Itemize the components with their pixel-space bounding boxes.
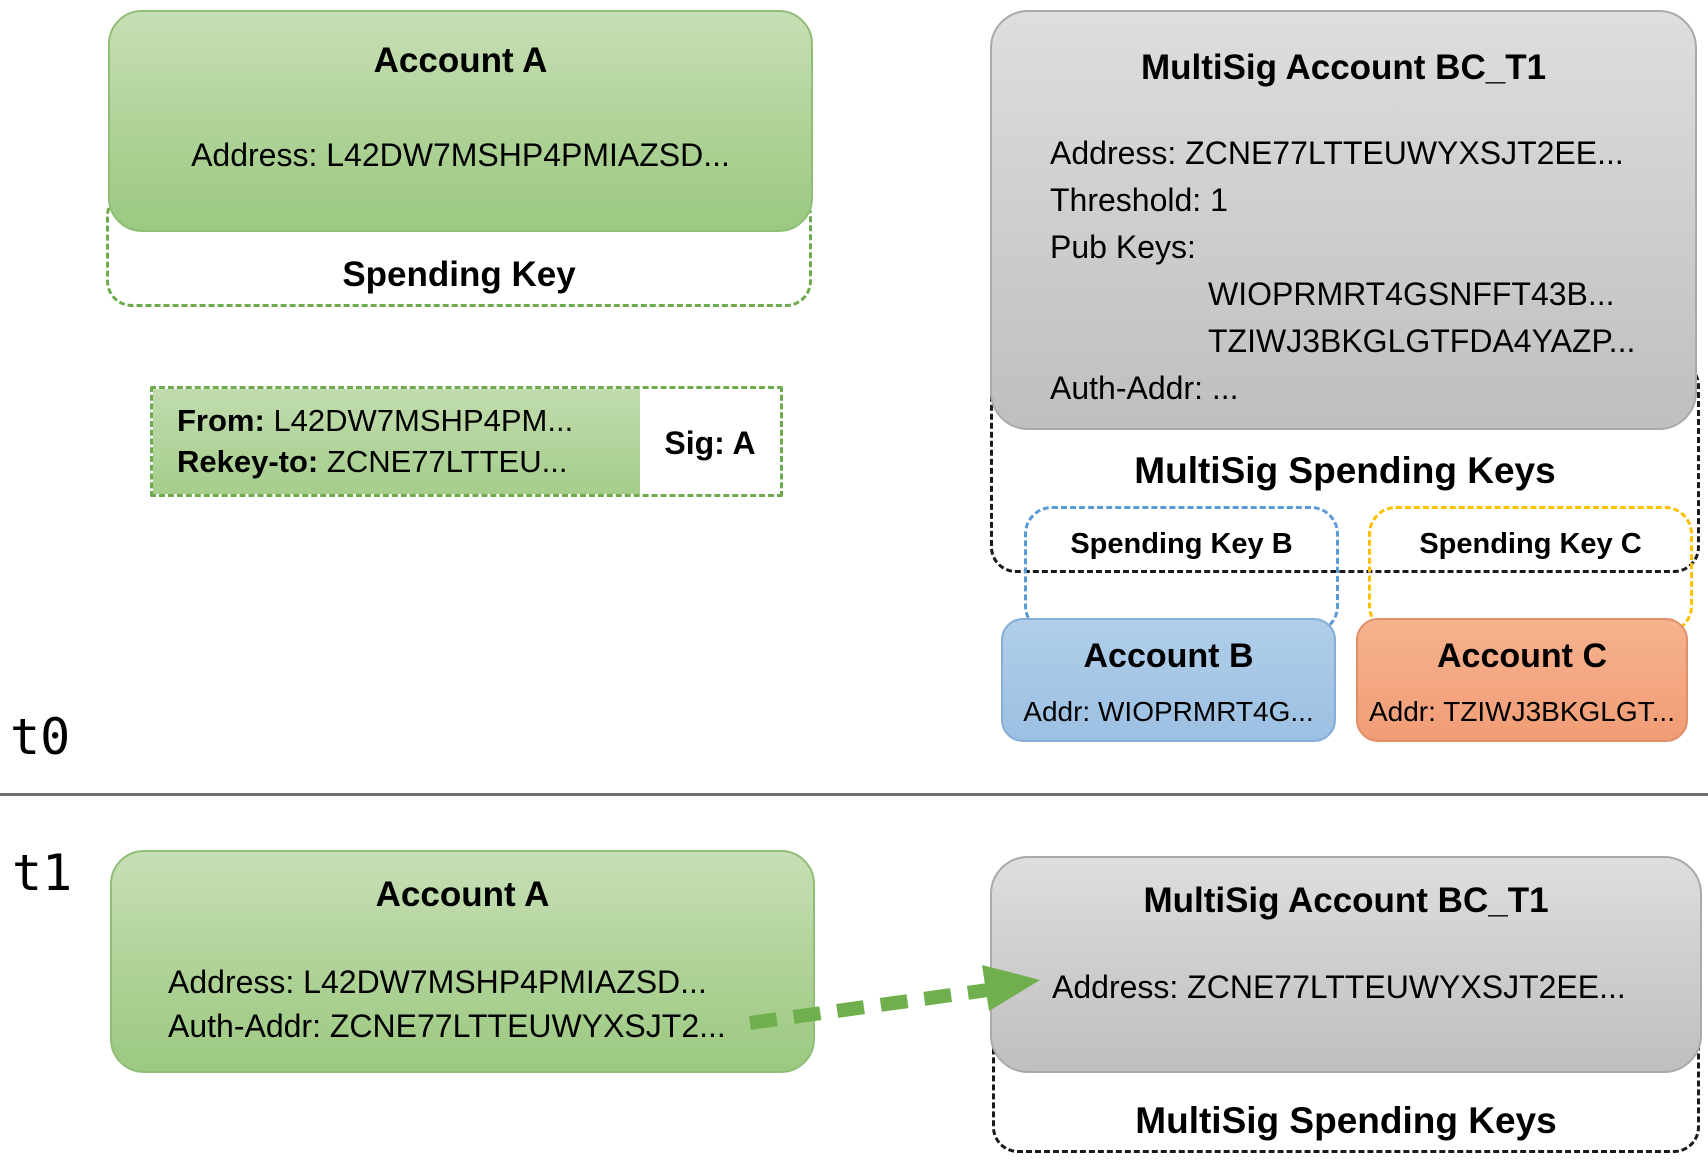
multisig-threshold-line: Threshold: 1 bbox=[1050, 182, 1228, 218]
account-b-addr: Addr: WIOPRMRT4G... bbox=[1023, 696, 1314, 727]
rekey-transaction-green-area bbox=[153, 389, 640, 494]
multisig-title-t0: MultiSig Account BC_T1 bbox=[1140, 48, 1547, 87]
account-a-title-t0: Account A bbox=[373, 41, 548, 80]
spending-key-b-label: Spending Key B bbox=[1070, 528, 1293, 560]
rekey-transaction-text: From: L42DW7MSHP4PM... Rekey-to: ZCNE77L… bbox=[177, 400, 573, 482]
account-a-box-t0: Account A Address: L42DW7MSHP4PMIAZSD... bbox=[108, 10, 813, 232]
account-a-details-t1: Address: L42DW7MSHP4PMIAZSD... Auth-Addr… bbox=[168, 960, 726, 1048]
multisig-address-t1: Address: ZCNE77LTTEUWYXSJT2EE... bbox=[1052, 969, 1626, 1005]
multisig-pubkeys-label: Pub Keys: bbox=[1050, 229, 1196, 265]
spending-key-c-label: Spending Key C bbox=[1419, 528, 1642, 560]
spending-key-a-label: Spending Key bbox=[342, 255, 576, 294]
multisig-details-t0: Address: ZCNE77LTTEUWYXSJT2EE... Thresho… bbox=[1050, 130, 1635, 412]
account-a-auth-addr-t1: Auth-Addr: ZCNE77LTTEUWYXSJT2... bbox=[168, 1008, 726, 1044]
account-b-title: Account B bbox=[1083, 637, 1254, 675]
rekey-from-line: From: L42DW7MSHP4PM... bbox=[177, 400, 573, 441]
rekey-to-value: ZCNE77LTTEU... bbox=[318, 444, 568, 479]
account-a-address-t1: Address: L42DW7MSHP4PMIAZSD... bbox=[168, 964, 707, 1000]
from-label: From: bbox=[177, 403, 265, 438]
from-value: L42DW7MSHP4PM... bbox=[264, 403, 574, 438]
multisig-title-t1: MultiSig Account BC_T1 bbox=[1143, 881, 1549, 920]
account-c-title: Account C bbox=[1437, 637, 1607, 675]
multisig-pubkey-2: TZIWJ3BKGLGTFDA4YAZP... bbox=[1208, 323, 1636, 359]
multisig-address-line: Address: ZCNE77LTTEUWYXSJT2EE... bbox=[1050, 135, 1624, 171]
account-a-address-t0: Address: L42DW7MSHP4PMIAZSD... bbox=[191, 137, 730, 173]
account-a-title-t1: Account A bbox=[375, 875, 550, 914]
timeline-label-t1: t1 bbox=[12, 844, 73, 902]
rekey-arrow bbox=[749, 965, 1040, 1030]
account-a-box-t1: Account A Address: L42DW7MSHP4PMIAZSD...… bbox=[110, 850, 815, 1073]
account-c-box: Account C Addr: TZIWJ3BKGLGT... bbox=[1356, 618, 1688, 742]
multisig-auth-addr-line: Auth-Addr: ... bbox=[1050, 370, 1239, 406]
rekey-transaction-box: From: L42DW7MSHP4PM... Rekey-to: ZCNE77L… bbox=[150, 386, 783, 497]
multisig-account-box-t0: MultiSig Account BC_T1 Address: ZCNE77LT… bbox=[990, 10, 1697, 430]
multisig-account-box-t1: MultiSig Account BC_T1 Address: ZCNE77LT… bbox=[990, 856, 1702, 1073]
multisig-spending-keys-label-t1: MultiSig Spending Keys bbox=[1135, 1100, 1557, 1141]
spending-key-c-dashed-box bbox=[1368, 506, 1693, 634]
account-b-box: Account B Addr: WIOPRMRT4G... bbox=[1001, 618, 1336, 742]
sig-a-label: Sig: A bbox=[664, 425, 756, 461]
timeline-divider bbox=[0, 793, 1708, 796]
rekey-to-label: Rekey-to: bbox=[177, 444, 319, 479]
rekey-to-line: Rekey-to: ZCNE77LTTEU... bbox=[177, 441, 573, 482]
spending-key-b-dashed-box bbox=[1024, 506, 1339, 634]
account-c-addr: Addr: TZIWJ3BKGLGT... bbox=[1368, 696, 1675, 727]
multisig-pubkey-1: WIOPRMRT4GSNFFT43B... bbox=[1208, 276, 1615, 312]
timeline-label-t0: t0 bbox=[10, 708, 71, 766]
multisig-spending-keys-label-t0: MultiSig Spending Keys bbox=[1134, 450, 1556, 491]
